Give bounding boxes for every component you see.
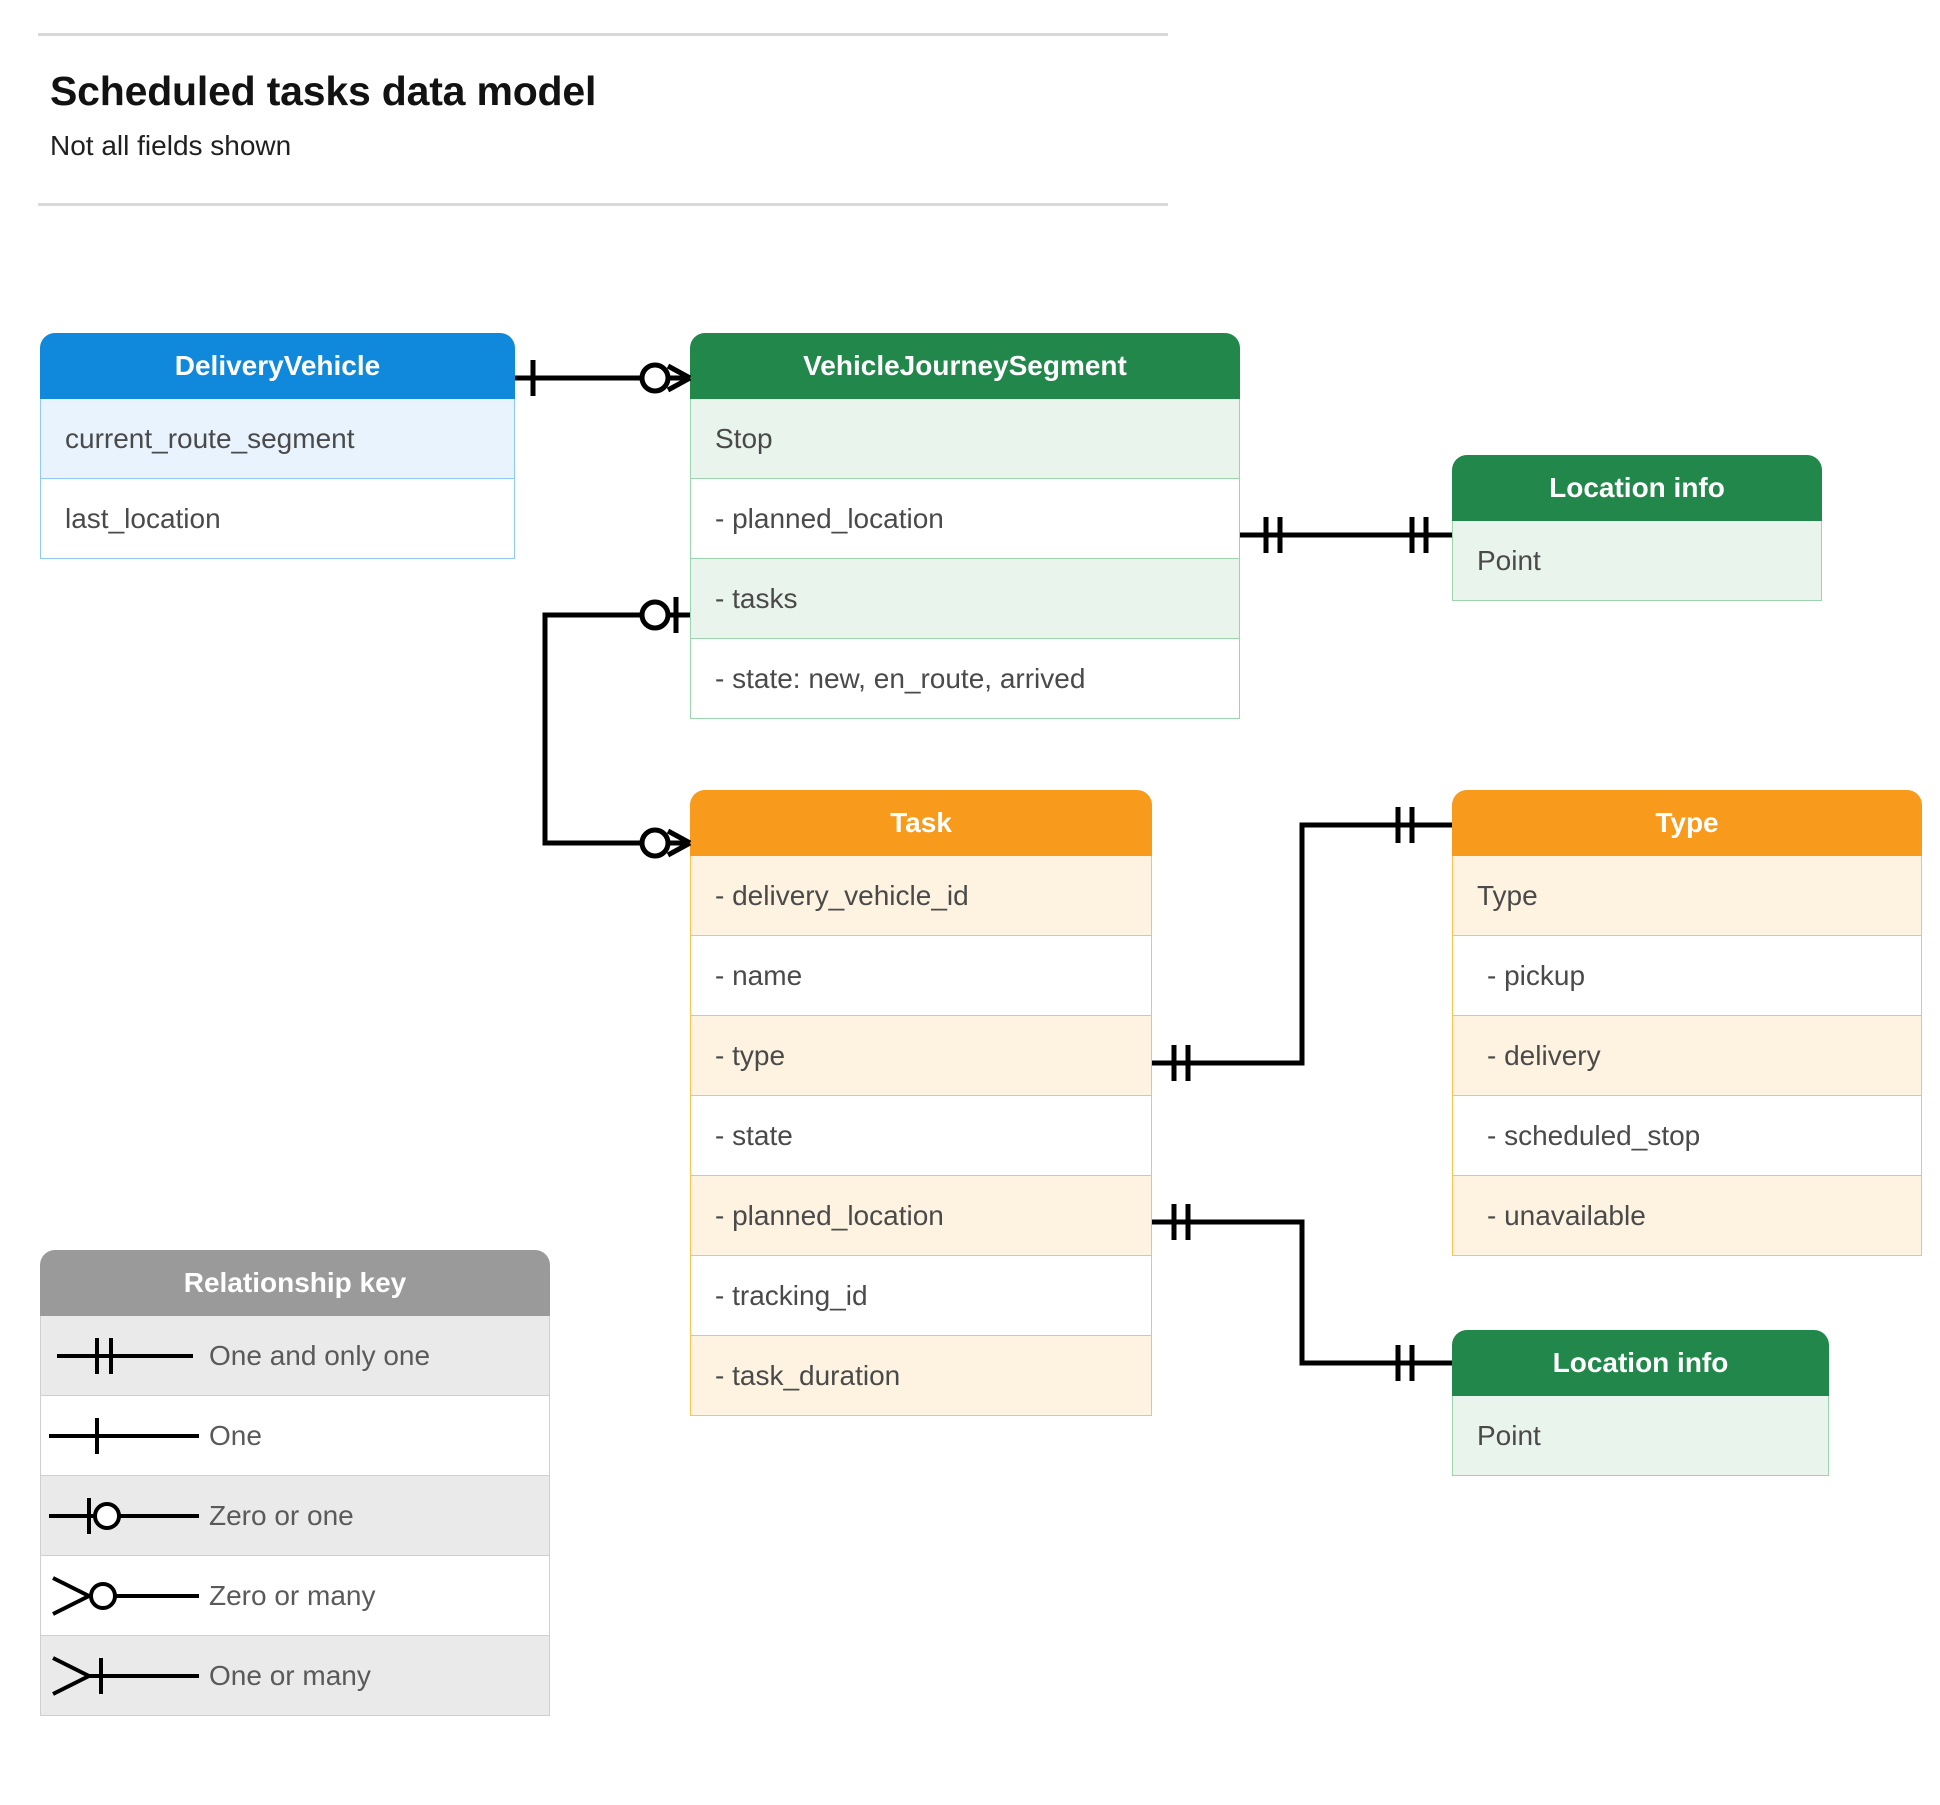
field-task-tracking-id: - tracking_id [690, 1256, 1152, 1336]
field-vjs-state: - state: new, en_route, arrived [690, 639, 1240, 719]
field-type-unavailable: - unavailable [1452, 1176, 1922, 1256]
entity-header-task: Task [690, 790, 1152, 856]
relationship-key-legend: Relationship key One and only one One Ze [40, 1250, 550, 1716]
field-current-route-segment: current_route_segment [40, 399, 515, 479]
field-location-point-bottom: Point [1452, 1396, 1829, 1476]
one-and-only-one-icon [57, 1337, 193, 1374]
field-vjs-tasks: - tasks [690, 559, 1240, 639]
field-type-scheduled-stop: - scheduled_stop [1452, 1096, 1922, 1176]
header-divider-bottom [38, 203, 1168, 206]
header-divider-top [38, 33, 1168, 36]
entity-header-vehicle-journey-segment: VehicleJourneySegment [690, 333, 1240, 399]
legend-label: One or many [209, 1659, 371, 1691]
legend-label: Zero or one [209, 1499, 354, 1531]
entity-header-delivery-vehicle: DeliveryVehicle [40, 333, 515, 399]
legend-item-zero-or-many: Zero or many [40, 1556, 550, 1636]
zero-or-one-icon [49, 1497, 199, 1534]
legend-item-zero-or-one: Zero or one [40, 1476, 550, 1556]
page-subtitle: Not all fields shown [50, 130, 292, 161]
entity-type[interactable]: Type Type - pickup - delivery - schedule… [1452, 790, 1922, 1256]
one-icon [49, 1417, 199, 1454]
legend-label: One and only one [209, 1339, 431, 1371]
field-task-planned-location: - planned_location [690, 1176, 1152, 1256]
field-type-pickup: - pickup [1452, 936, 1922, 1016]
entity-delivery-vehicle[interactable]: DeliveryVehicle current_route_segment la… [40, 333, 515, 559]
page-title: Scheduled tasks data model [50, 68, 597, 114]
connector-vjs-planned-location-to-location-info [1240, 517, 1452, 553]
entity-location-info-top[interactable]: Location info Point [1452, 455, 1822, 601]
field-task-name: - name [690, 936, 1152, 1016]
legend-title: Relationship key [40, 1250, 550, 1316]
field-vjs-planned-location: - planned_location [690, 479, 1240, 559]
entity-vehicle-journey-segment[interactable]: VehicleJourneySegment Stop - planned_loc… [690, 333, 1240, 719]
field-task-delivery-vehicle-id: - delivery_vehicle_id [690, 856, 1152, 936]
field-type-delivery: - delivery [1452, 1016, 1922, 1096]
field-type-type: Type [1452, 856, 1922, 936]
legend-label: Zero or many [209, 1579, 376, 1611]
legend-item-one-or-many: One or many [40, 1636, 550, 1716]
entity-header-location-info-bottom: Location info [1452, 1330, 1829, 1396]
connector-vjs-tasks-to-task [542, 597, 692, 859]
one-or-many-icon [52, 1655, 199, 1696]
entity-header-type: Type [1452, 790, 1922, 856]
legend-item-one: One [40, 1396, 550, 1476]
zero-or-many-icon [52, 1575, 199, 1616]
field-task-task-duration: - task_duration [690, 1336, 1152, 1416]
connector-delivery-vehicle-to-vjs [515, 360, 692, 396]
entity-location-info-bottom[interactable]: Location info Point [1452, 1330, 1829, 1476]
field-stop: Stop [690, 399, 1240, 479]
connector-task-planned-location-to-location-info [1152, 1204, 1452, 1381]
field-location-point-top: Point [1452, 521, 1822, 601]
legend-label: One [209, 1419, 262, 1451]
field-last-location: last_location [40, 479, 515, 559]
entity-task[interactable]: Task - delivery_vehicle_id - name - type… [690, 790, 1152, 1416]
entity-header-location-info-top: Location info [1452, 455, 1822, 521]
legend-item-one-and-only-one: One and only one [40, 1316, 550, 1396]
connector-task-type-to-type [1152, 807, 1452, 1081]
field-task-type: - type [690, 1016, 1152, 1096]
field-task-state: - state [690, 1096, 1152, 1176]
